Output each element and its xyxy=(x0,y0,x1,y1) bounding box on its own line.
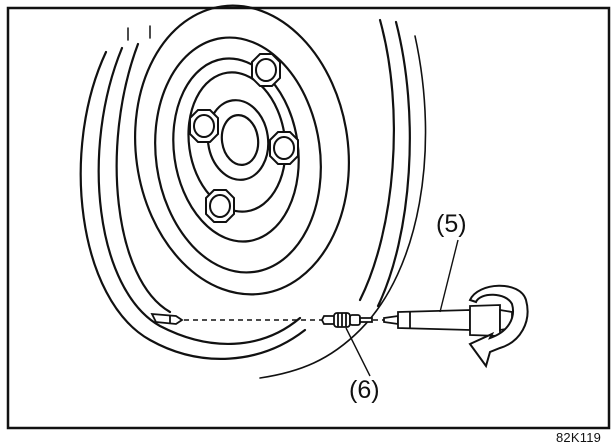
leader-line-5 xyxy=(439,239,459,313)
leader-line-6 xyxy=(345,327,371,377)
figure-code: 82K119 xyxy=(556,430,602,445)
valve-core-tool xyxy=(383,304,513,337)
callout-label-5: (5) xyxy=(436,210,467,238)
callout-label-6: (6) xyxy=(349,376,380,404)
lug-nuts xyxy=(189,53,299,223)
rotation-arrow-icon xyxy=(468,284,529,369)
valve-stem xyxy=(150,312,184,325)
tire xyxy=(79,18,427,379)
lug-nut-top xyxy=(251,53,281,87)
lug-nut-right xyxy=(269,131,299,165)
wheel-hub xyxy=(206,99,270,181)
lug-nut-bottom xyxy=(205,189,235,223)
lug-nut-left xyxy=(189,109,219,143)
valve-core xyxy=(320,312,373,328)
figure-frame xyxy=(6,6,611,430)
